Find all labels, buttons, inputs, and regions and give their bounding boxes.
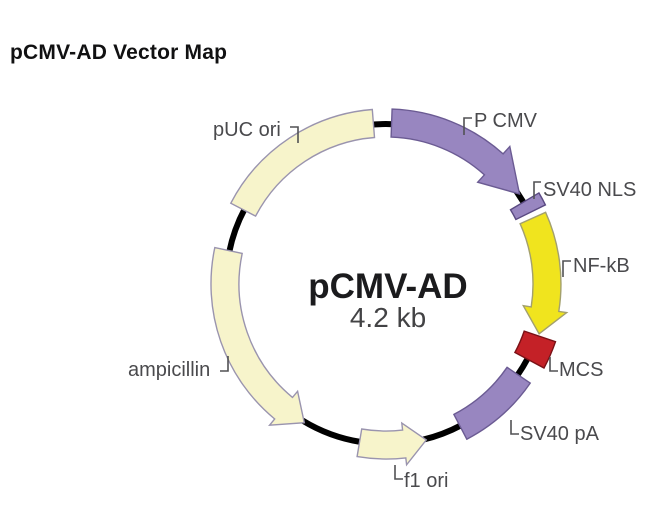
label-bracket-nf-kb (562, 260, 571, 277)
segment-f1-ori (356, 421, 428, 467)
label-bracket-mcs (549, 357, 558, 372)
label-bracket-sv40-nls (533, 181, 541, 199)
label-puc-ori: pUC ori (213, 119, 281, 141)
label-ampicillin: ampicillin (128, 359, 210, 381)
label-bracket-sv40-pa (510, 420, 519, 435)
segment-puc-ori (229, 108, 376, 218)
segment-p-cmv (390, 108, 521, 195)
label-sv40-pa: SV40 pA (520, 423, 600, 445)
plasmid-name: pCMV-AD (308, 267, 467, 306)
label-bracket-p-cmv (463, 117, 472, 135)
backbone-arc-4 (300, 417, 362, 445)
label-bracket-ampicillin (220, 356, 229, 372)
backbone-arc-3 (422, 422, 463, 443)
segment-ampicillin (210, 246, 306, 427)
label-sv40-nls: SV40 NLS (543, 179, 636, 201)
segment-sv40-nls (509, 191, 547, 221)
segment-sv40-pa (452, 366, 532, 441)
segment-nf-kb (519, 211, 569, 335)
label-bracket-f1-ori (394, 465, 403, 480)
label-p-cmv: P CMV (474, 110, 538, 132)
label-nf-kb: NF-kB (573, 255, 630, 277)
backbone-arc-2 (515, 357, 530, 377)
page-title: pCMV-AD Vector Map (10, 41, 228, 64)
label-bracket-puc-ori (290, 126, 299, 143)
plasmid-size: 4.2 kb (350, 302, 426, 333)
label-f1-ori: f1 ori (404, 470, 448, 492)
label-mcs: MCS (559, 359, 603, 381)
backbone-arc-5 (226, 207, 248, 253)
segment-mcs (513, 330, 557, 369)
